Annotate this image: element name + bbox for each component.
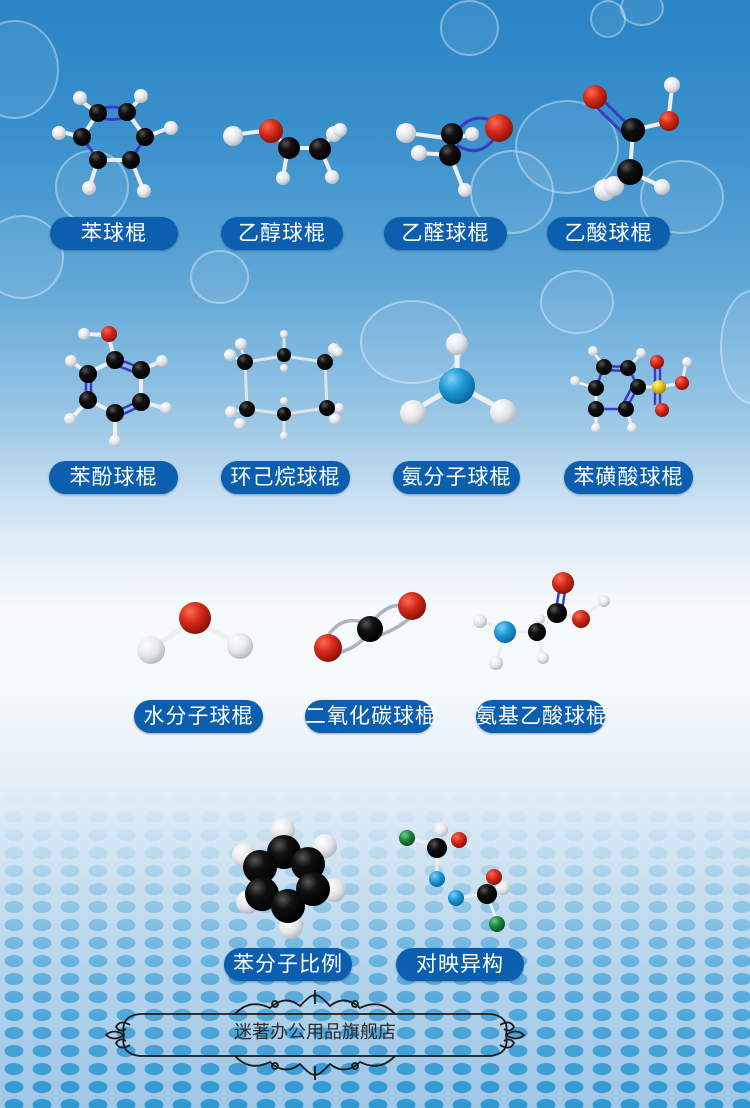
product-label: 乙酸球棍 <box>547 217 670 250</box>
product-label: 苯分子比例 <box>224 948 352 981</box>
product-label: 乙醇球棍 <box>221 217 343 250</box>
product-label: 苯磺酸球棍 <box>564 461 693 494</box>
product-label: 苯球棍 <box>50 217 178 250</box>
product-label: 氨基乙酸球棍 <box>476 700 607 733</box>
product-label: 苯酚球棍 <box>49 461 178 494</box>
bubble-decoration <box>360 300 464 384</box>
bubble-decoration <box>540 270 614 334</box>
ornamental-frame-icon <box>104 990 526 1080</box>
store-name: 迷著办公用品旗舰店 <box>234 1022 396 1043</box>
product-label: 乙醛球棍 <box>384 217 507 250</box>
product-label: 二氧化碳球棍 <box>305 700 436 733</box>
dot-pattern <box>0 790 750 1108</box>
product-label: 水分子球棍 <box>134 700 263 733</box>
product-label: 氨分子球棍 <box>393 461 520 494</box>
bubble-decoration <box>440 0 499 56</box>
product-label: 环己烷球棍 <box>221 461 350 494</box>
product-label: 对映异构 <box>396 948 524 981</box>
bubble-decoration <box>190 250 249 304</box>
